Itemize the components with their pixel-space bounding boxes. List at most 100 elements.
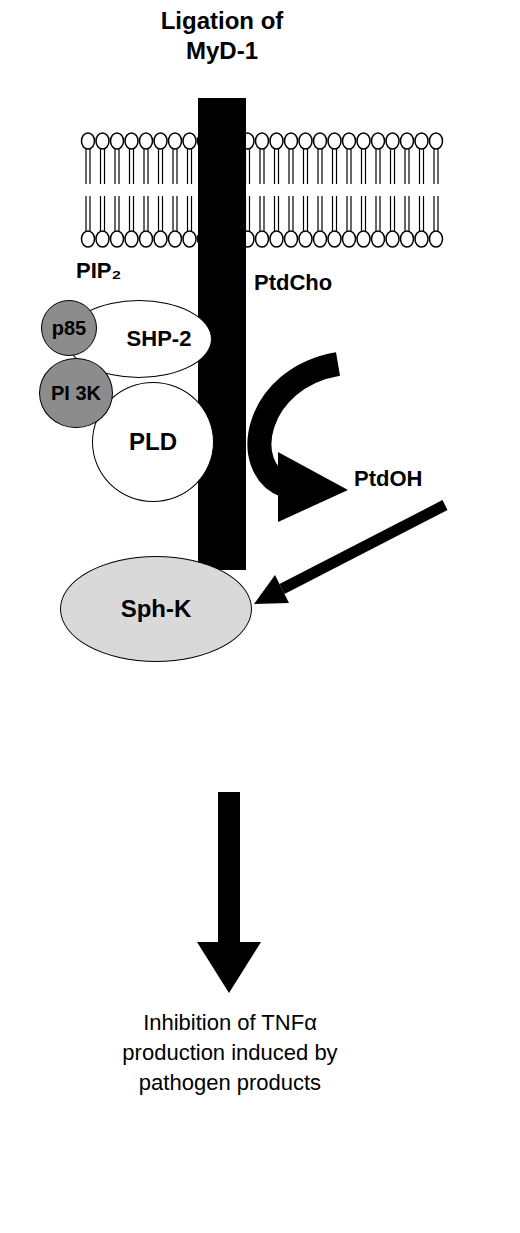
- lipid: [187, 146, 188, 184]
- lipid: [390, 146, 391, 184]
- lipid: [143, 196, 144, 234]
- lipid: [125, 133, 138, 149]
- lipid: [169, 133, 182, 149]
- lipid: [328, 133, 341, 149]
- lipid: [361, 146, 362, 184]
- lipid: [390, 196, 391, 234]
- lipid: [379, 146, 380, 184]
- lipid: [321, 196, 322, 234]
- lipid: [147, 146, 148, 184]
- lipid: [285, 231, 298, 247]
- lipid: [82, 231, 95, 247]
- lipid: [100, 146, 101, 184]
- lipid: [415, 231, 428, 247]
- lipid: [375, 196, 376, 234]
- lipid: [423, 196, 424, 234]
- lipid: [259, 196, 260, 234]
- lipid: [372, 231, 385, 247]
- lipid: [263, 196, 264, 234]
- lipid: [346, 196, 347, 234]
- lipid: [85, 146, 86, 184]
- lipid: [292, 196, 293, 234]
- lipid: [386, 133, 399, 149]
- lipid: [375, 146, 376, 184]
- lipid: [129, 196, 130, 234]
- lipid: [270, 231, 283, 247]
- node-text: PI 3K: [51, 382, 101, 405]
- lipid: [303, 196, 304, 234]
- subunit-circle: p85: [41, 300, 97, 356]
- lipid: [328, 231, 341, 247]
- lipid: [404, 146, 405, 184]
- kinase-circle: PI 3K: [39, 358, 112, 428]
- lipid: [430, 133, 443, 149]
- lipid: [288, 196, 289, 234]
- lipid: [303, 146, 304, 184]
- membrane-lipid-label: PtdCho: [254, 270, 332, 296]
- kinase-ellipse: Sph-K: [60, 556, 252, 662]
- lipid: [404, 196, 405, 234]
- lipid: [172, 196, 173, 234]
- lipid: [299, 133, 312, 149]
- lipid: [317, 146, 318, 184]
- lipid: [321, 146, 322, 184]
- lipid: [140, 133, 153, 149]
- lipid: [350, 196, 351, 234]
- lipid: [372, 133, 385, 149]
- node-text: SHP-2: [127, 326, 192, 352]
- lipid: [394, 146, 395, 184]
- lipid: [430, 231, 443, 247]
- lipid: [154, 133, 167, 149]
- lipid: [176, 196, 177, 234]
- lipid: [176, 146, 177, 184]
- lipid: [415, 133, 428, 149]
- lipid: [154, 231, 167, 247]
- node-text: p85: [52, 317, 86, 340]
- activation-arrow: [282, 505, 445, 589]
- lipid: [401, 231, 414, 247]
- lipid: [125, 231, 138, 247]
- lipid: [118, 146, 119, 184]
- arrow-head: [254, 575, 289, 604]
- lipid: [423, 146, 424, 184]
- lipid: [183, 231, 196, 247]
- lipid: [408, 146, 409, 184]
- lipid: [314, 133, 327, 149]
- lipid: [89, 196, 90, 234]
- lipid: [158, 146, 159, 184]
- lipid: [419, 146, 420, 184]
- lipid: [361, 196, 362, 234]
- lipid: [111, 133, 124, 149]
- lipid: [379, 196, 380, 234]
- lipid: [274, 146, 275, 184]
- lipid: [191, 146, 192, 184]
- lipid: [433, 146, 434, 184]
- lipid: [259, 146, 260, 184]
- lipid: [104, 196, 105, 234]
- lipid: [332, 196, 333, 234]
- lipid: [317, 196, 318, 234]
- lipid: [307, 146, 308, 184]
- lipid: [147, 196, 148, 234]
- lipid: [172, 146, 173, 184]
- lipid: [336, 146, 337, 184]
- lipid: [437, 196, 438, 234]
- lipid: [133, 146, 134, 184]
- lipid: [343, 231, 356, 247]
- lipid: [365, 196, 366, 234]
- lipid: [96, 133, 109, 149]
- lipid: [100, 196, 101, 234]
- lipid: [307, 196, 308, 234]
- lipid: [336, 196, 337, 234]
- lipid: [249, 146, 250, 184]
- lipid: [85, 196, 86, 234]
- lipid: [346, 146, 347, 184]
- lipid: [158, 196, 159, 234]
- lipid: [256, 133, 269, 149]
- membrane-lipid-label: PIP₂: [76, 258, 121, 284]
- lipid: [386, 231, 399, 247]
- lipid: [278, 146, 279, 184]
- lipid: [129, 146, 130, 184]
- lipid: [332, 146, 333, 184]
- lipid: [118, 196, 119, 234]
